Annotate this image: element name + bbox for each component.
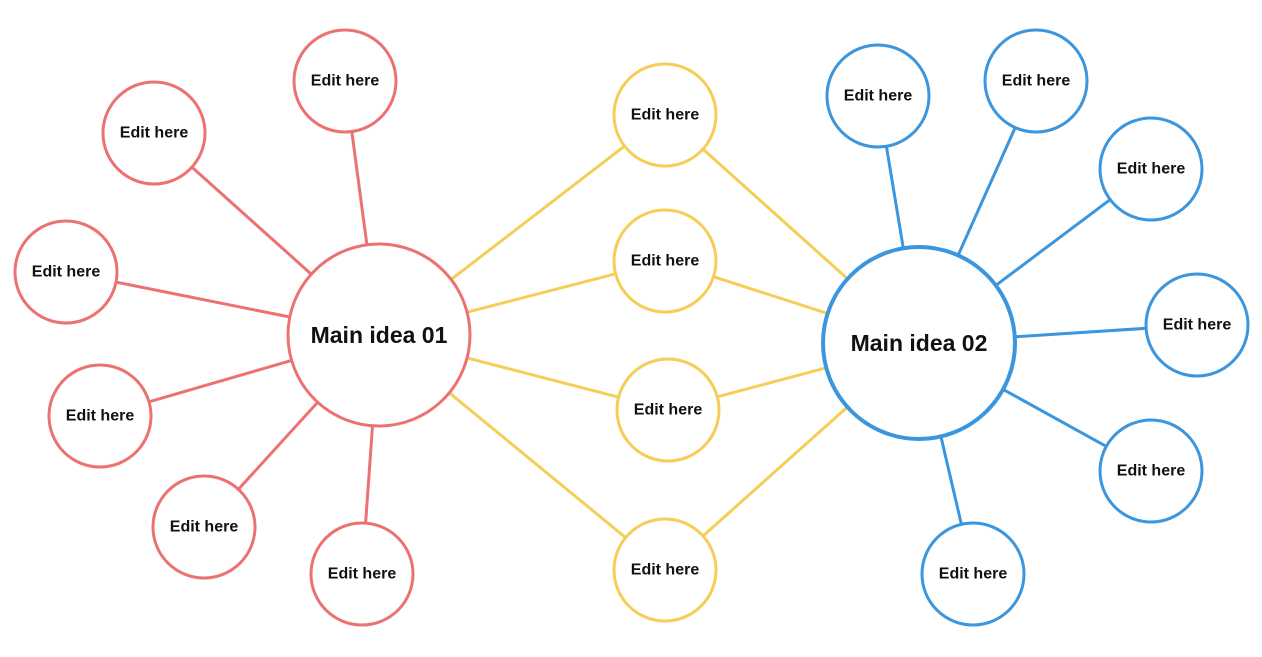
bubble-circle [1098,418,1204,524]
bubble-label[interactable]: Edit here [66,408,135,425]
bubble-circle [101,80,207,186]
middle-bubble-m2[interactable]: Edit here [612,208,718,314]
bubble-circle [612,517,718,623]
bubble-circle [821,245,1017,441]
bubble-circle [292,28,398,134]
connector-main1-l4 [148,358,293,404]
connector-main2-m4 [702,405,849,538]
bubble-circle [825,43,931,149]
connector-main1-m1 [450,144,626,281]
bubble-label[interactable]: Edit here [631,253,700,270]
left-bubble-l4[interactable]: Edit here [47,363,153,469]
bubble-label[interactable]: Edit here [634,402,703,419]
bubble-label[interactable]: Edit here [631,562,700,579]
bubble-circle [615,357,721,463]
connector-main2-r6 [939,436,963,525]
left-bubble-l1[interactable]: Edit here [292,28,398,134]
connector-main2-m1 [701,147,849,281]
right-bubble-r1[interactable]: Edit here [825,43,931,149]
bubble-circle [612,208,718,314]
bubble-label[interactable]: Edit here [844,88,913,105]
bubble-circle [1098,116,1204,222]
bubble-label[interactable]: Edit here [120,125,189,142]
main-idea-2-bubble[interactable]: Main idea 02 [821,245,1017,441]
connector-main2-r1 [884,146,905,249]
right-bubble-r5[interactable]: Edit here [1098,418,1204,524]
bubble-label[interactable]: Edit here [32,264,101,281]
main-idea-label[interactable]: Main idea 02 [851,330,988,356]
bubble-circle [13,219,119,325]
bubble-label[interactable]: Edit here [1002,73,1071,90]
bubble-circle [47,363,153,469]
bubble-circle [612,62,718,168]
bubble-circle [1144,272,1250,378]
right-bubble-r3[interactable]: Edit here [1098,116,1204,222]
bubble-label[interactable]: Edit here [170,519,239,536]
bubble-label[interactable]: Edit here [1117,161,1186,178]
connector-main2-m2 [713,275,829,315]
connector-main1-l1 [350,131,369,245]
bubble-label[interactable]: Edit here [311,73,380,90]
middle-bubble-m3[interactable]: Edit here [615,357,721,463]
middle-bubble-m1[interactable]: Edit here [612,62,718,168]
connector-main2-r2 [956,126,1017,256]
connector-main2-m3 [716,366,827,399]
connector-main1-m3 [466,356,619,399]
right-bubble-r2[interactable]: Edit here [983,28,1089,134]
connector-main1-l2 [190,165,313,276]
left-bubble-l3[interactable]: Edit here [13,219,119,325]
connector-main1-m4 [448,391,627,539]
left-bubble-l6[interactable]: Edit here [309,521,415,627]
bubble-circle [286,242,472,428]
connector-main1-l6 [364,425,374,524]
connector-main1-l5 [237,401,319,491]
bubble-label[interactable]: Edit here [939,566,1008,583]
connector-main2-r4 [1014,326,1147,339]
bubble-label[interactable]: Edit here [631,107,700,124]
bubble-circle [983,28,1089,134]
connector-lines [115,126,1147,539]
right-bubble-r4[interactable]: Edit here [1144,272,1250,378]
main-idea-1-bubble[interactable]: Main idea 01 [286,242,472,428]
bubble-circle [309,521,415,627]
left-bubble-l5[interactable]: Edit here [151,474,257,580]
connector-main1-m2 [466,272,616,314]
bubble-circle [920,521,1026,627]
main-idea-label[interactable]: Main idea 01 [311,322,448,348]
middle-bubble-m4[interactable]: Edit here [612,517,718,623]
bubble-label[interactable]: Edit here [1117,463,1186,480]
bubble-label[interactable]: Edit here [1163,317,1232,334]
connector-main2-r3 [994,198,1112,287]
bubble-circle [151,474,257,580]
connector-main1-l3 [115,280,291,319]
left-bubble-l2[interactable]: Edit here [101,80,207,186]
bubble-label[interactable]: Edit here [328,566,397,583]
right-bubble-r6[interactable]: Edit here [920,521,1026,627]
connector-main2-r5 [1002,388,1108,448]
